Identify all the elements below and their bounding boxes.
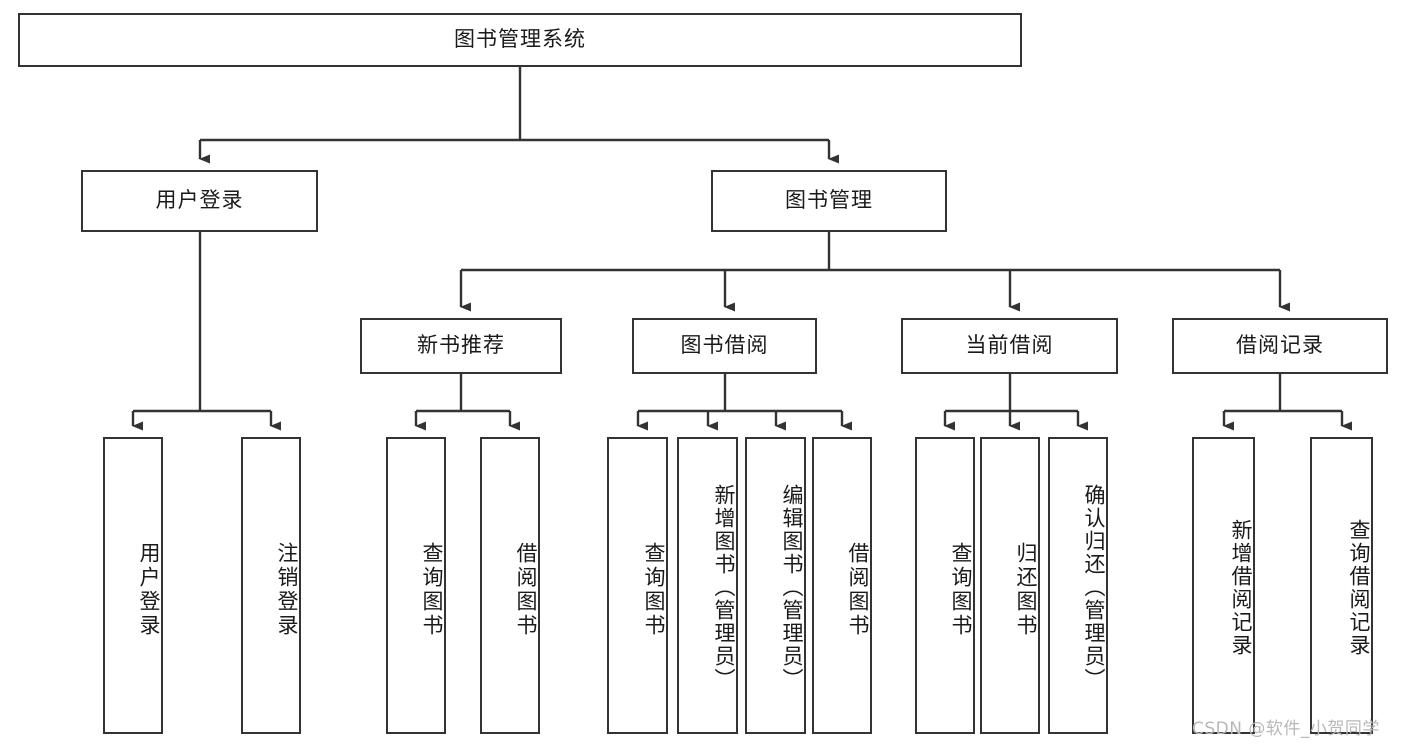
node-leaf8[interactable]: 借阅图书 (812, 437, 872, 734)
node-leaf11[interactable]: 确认归还（管理员） (1048, 437, 1108, 734)
node-label: 确认归还（管理员） (1082, 484, 1106, 691)
node-leaf13[interactable]: 查询借阅记录 (1310, 437, 1373, 734)
node-label: 当前借阅 (965, 333, 1054, 358)
node-leaf10[interactable]: 归还图书 (980, 437, 1040, 734)
node-leaf7[interactable]: 编辑图书（管理员） (745, 437, 806, 734)
node-label: 借阅记录 (1236, 333, 1324, 358)
node-leaf2[interactable]: 注销登录 (241, 437, 301, 734)
node-current[interactable]: 当前借阅 (901, 318, 1118, 374)
node-label: 借阅图书 (846, 541, 870, 638)
node-bookmgmt[interactable]: 图书管理 (711, 170, 947, 232)
node-leaf12[interactable]: 新增借阅记录 (1192, 437, 1255, 734)
node-newbook[interactable]: 新书推荐 (360, 318, 562, 374)
watermark-label: CSDN @软件_小贺同学 (1192, 719, 1380, 739)
node-leaf1[interactable]: 用户登录 (103, 437, 163, 734)
node-label: 归还图书 (1014, 541, 1038, 638)
node-label: 查询借阅记录 (1347, 518, 1371, 657)
node-records[interactable]: 借阅记录 (1172, 318, 1388, 374)
node-label: 图书管理 (785, 188, 873, 213)
node-leaf5[interactable]: 查询图书 (607, 437, 668, 734)
node-label: 图书管理系统 (454, 27, 586, 52)
node-label: 新书推荐 (417, 333, 505, 358)
node-label: 编辑图书（管理员） (780, 484, 804, 691)
node-root[interactable]: 图书管理系统 (18, 13, 1022, 67)
node-leaf3[interactable]: 查询图书 (386, 437, 446, 734)
node-label: 注销登录 (275, 541, 299, 638)
node-leaf6[interactable]: 新增图书（管理员） (677, 437, 738, 734)
node-label: 用户登录 (137, 541, 161, 638)
node-label: 查询图书 (949, 541, 973, 638)
node-leaf4[interactable]: 借阅图书 (480, 437, 540, 734)
node-login[interactable]: 用户登录 (81, 170, 318, 232)
node-leaf9[interactable]: 查询图书 (915, 437, 975, 734)
node-label: 用户登录 (155, 188, 244, 213)
node-label: 查询图书 (642, 541, 666, 638)
node-label: 查询图书 (420, 541, 444, 638)
node-label: 新增图书（管理员） (712, 484, 736, 691)
node-label: 借阅图书 (514, 541, 538, 638)
node-borrow[interactable]: 图书借阅 (632, 318, 817, 374)
node-label: 新增借阅记录 (1229, 518, 1253, 657)
node-label: 图书借阅 (680, 333, 769, 358)
